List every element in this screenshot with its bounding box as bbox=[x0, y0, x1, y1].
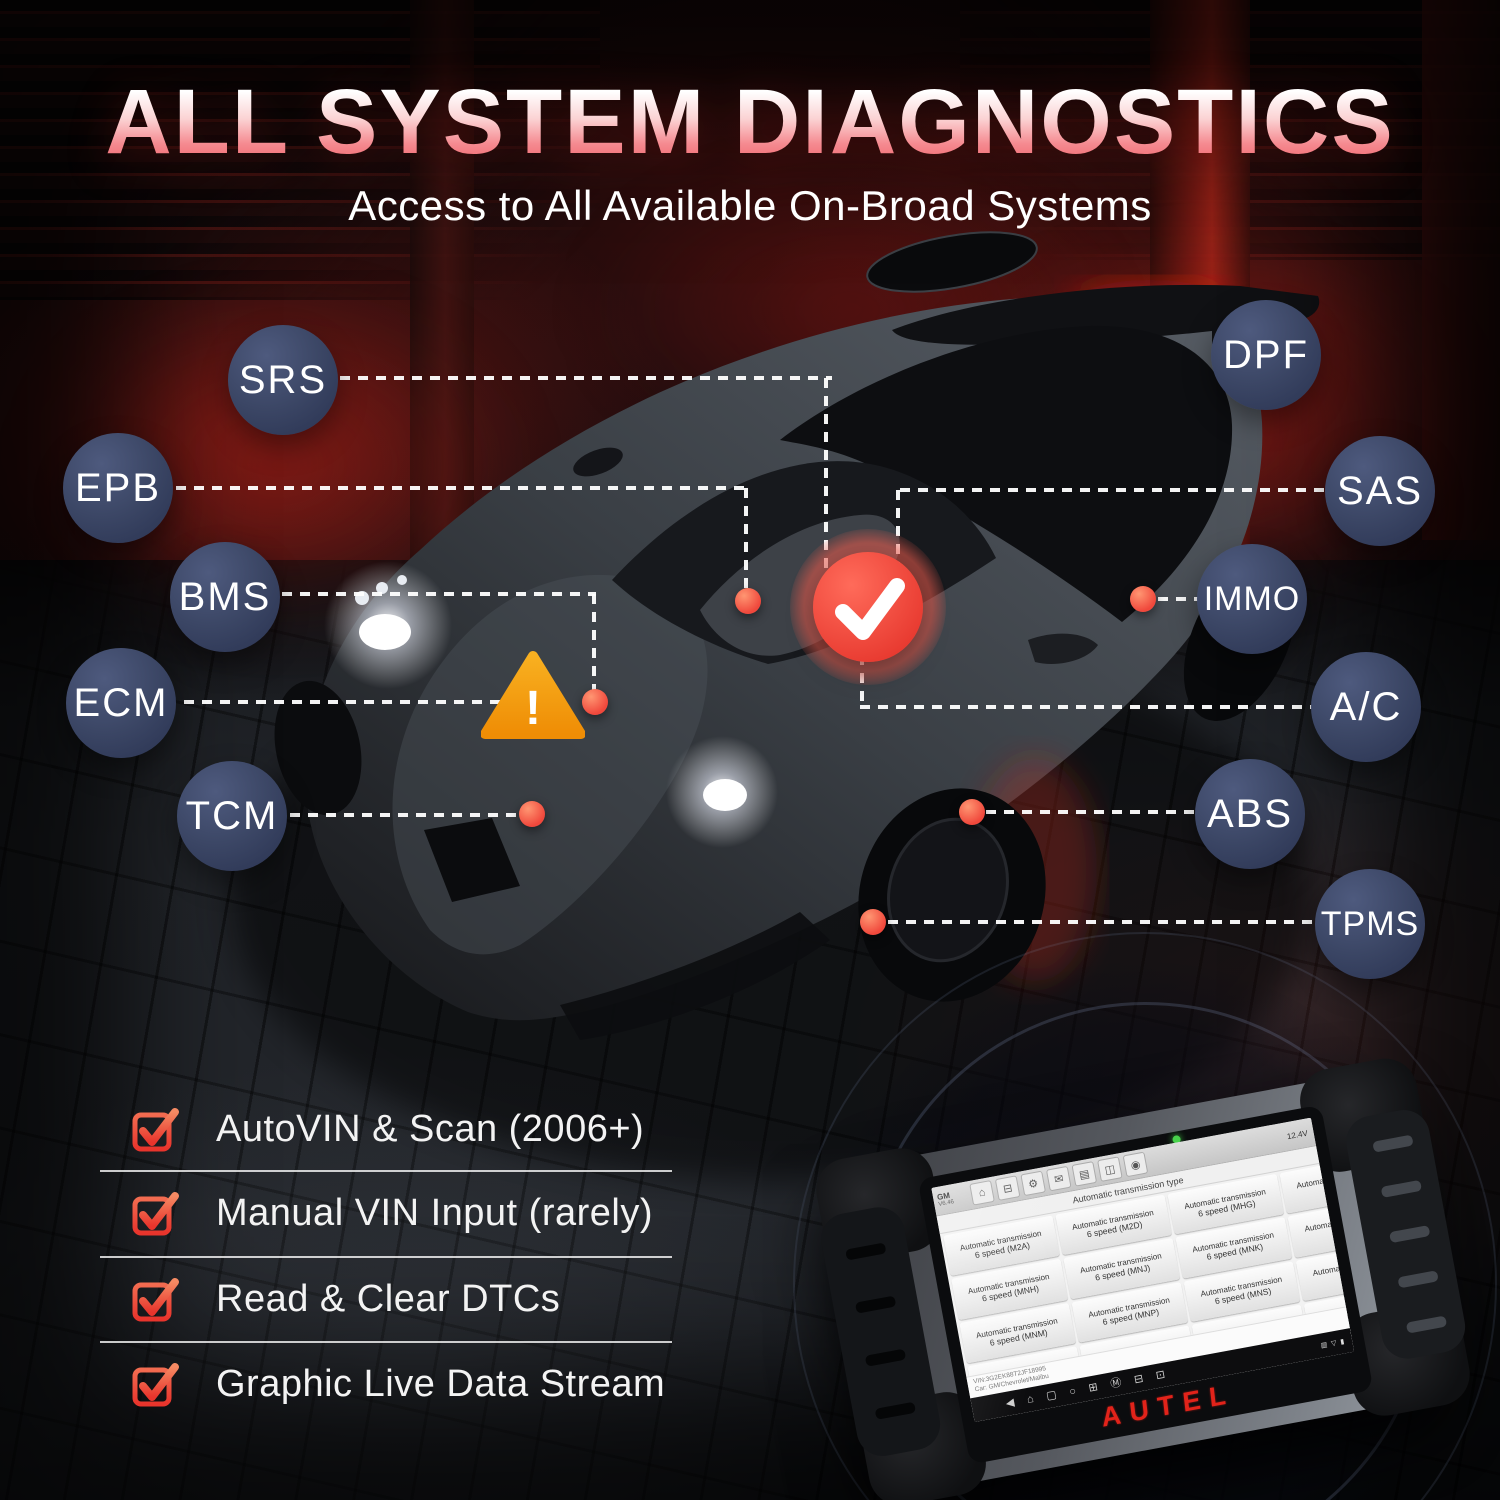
connector-dot-bms bbox=[582, 689, 608, 715]
feature-item: Manual VIN Input (rarely) bbox=[130, 1188, 653, 1238]
connector-bms bbox=[282, 592, 596, 596]
storage-icon: ▥ bbox=[1320, 1341, 1328, 1350]
maxi-apps-icon: Ⓜ bbox=[1109, 1376, 1123, 1391]
system-label: EPB bbox=[74, 465, 162, 510]
back-icon: ◀ bbox=[1004, 1396, 1016, 1410]
feature-label: Manual VIN Input (rarely) bbox=[216, 1191, 653, 1234]
vehicle-badge: GM V6.46 bbox=[936, 1188, 970, 1208]
camera-icon: ◉ bbox=[1122, 1151, 1149, 1178]
connector-tpms bbox=[888, 920, 1316, 924]
connector-epb-vertical bbox=[744, 488, 748, 590]
connector-bms-vertical bbox=[592, 594, 596, 690]
red-checkbox-icon bbox=[132, 1363, 179, 1407]
home-icon: ⌂ bbox=[969, 1180, 995, 1206]
voltage-readout: 12.4V bbox=[1286, 1128, 1309, 1141]
connector-tcm bbox=[290, 813, 522, 817]
system-bubble-ac: A/C bbox=[1311, 652, 1421, 762]
system-bubble-bms: BMS bbox=[170, 542, 280, 652]
system-label: SRS bbox=[238, 357, 328, 402]
system-label: TPMS bbox=[1320, 904, 1420, 943]
data-logging-icon: ✉ bbox=[1045, 1165, 1072, 1192]
feature-divider bbox=[100, 1170, 672, 1172]
system-bubble-ecm: ECM bbox=[66, 648, 176, 758]
circle-icon: ○ bbox=[1068, 1384, 1077, 1398]
red-checkbox-icon bbox=[132, 1108, 179, 1152]
warning-exclamation: ! bbox=[525, 682, 541, 735]
connector-epb bbox=[176, 486, 750, 490]
connector-dot-tpms bbox=[860, 909, 886, 935]
connector-sas bbox=[900, 488, 1328, 492]
feature-label: Read & Clear DTCs bbox=[216, 1277, 561, 1320]
feature-item: Read & Clear DTCs bbox=[130, 1274, 560, 1324]
system-label: ECM bbox=[73, 680, 169, 725]
feature-divider bbox=[100, 1256, 672, 1258]
connector-dot-immo bbox=[1130, 586, 1156, 612]
connector-dot-tcm bbox=[519, 801, 545, 827]
save-icon: ▤ bbox=[1071, 1161, 1098, 1187]
feature-item: AutoVIN & Scan (2006+) bbox=[130, 1104, 644, 1154]
connector-abs bbox=[986, 810, 1196, 814]
system-bubble-immo: IMMO bbox=[1197, 544, 1307, 654]
system-label: ABS bbox=[1206, 791, 1294, 836]
connector-srs bbox=[340, 376, 832, 380]
wifi-icon: ▽ bbox=[1330, 1339, 1338, 1348]
system-label: DPF bbox=[1223, 332, 1309, 377]
warning-triangle-icon: ! bbox=[481, 651, 585, 739]
red-checkbox-icon bbox=[132, 1278, 179, 1322]
recents-icon: ▢ bbox=[1045, 1388, 1058, 1402]
connector-dot-epb bbox=[735, 588, 761, 614]
home-icon: ⌂ bbox=[1025, 1392, 1035, 1406]
connector-srs-vertical bbox=[824, 378, 828, 578]
connector-immo bbox=[1158, 597, 1198, 601]
connector-ecm bbox=[184, 700, 504, 704]
window-blinds-left bbox=[0, 0, 600, 300]
feature-divider bbox=[100, 1341, 672, 1343]
data-shortcut-icon: ⊡ bbox=[1154, 1368, 1167, 1382]
feature-item: Graphic Live Data Stream bbox=[130, 1359, 665, 1409]
system-bubble-tpms: TPMS bbox=[1315, 869, 1425, 979]
system-label: IMMO bbox=[1203, 579, 1301, 618]
battery-icon: ▮ bbox=[1339, 1338, 1345, 1346]
system-label: A/C bbox=[1329, 684, 1403, 729]
settings-icon: ⚙ bbox=[1020, 1170, 1047, 1197]
connector-dot-abs bbox=[959, 799, 985, 825]
vehicle-icon: ⊟ bbox=[994, 1175, 1021, 1201]
feature-label: Graphic Live Data Stream bbox=[216, 1362, 666, 1405]
wall-pillar-right bbox=[1422, 0, 1500, 540]
vehicle-shortcut-icon: ⊟ bbox=[1132, 1372, 1145, 1386]
system-label: BMS bbox=[178, 574, 272, 619]
screenshot-icon: ⊞ bbox=[1087, 1380, 1099, 1395]
system-bubble-abs: ABS bbox=[1195, 759, 1305, 869]
check-circle-icon bbox=[813, 552, 923, 662]
system-bubble-tcm: TCM bbox=[177, 761, 287, 871]
system-label: TCM bbox=[185, 793, 279, 838]
red-checkbox-icon bbox=[132, 1192, 179, 1236]
system-bubble-epb: EPB bbox=[63, 433, 173, 543]
system-label: SAS bbox=[1336, 468, 1424, 513]
system-bubble-sas: SAS bbox=[1325, 436, 1435, 546]
feature-label: AutoVIN & Scan (2006+) bbox=[216, 1107, 645, 1150]
system-bubble-srs: SRS bbox=[228, 325, 338, 435]
status-icons: ▥▽▮ bbox=[1320, 1336, 1353, 1350]
print-icon: ◫ bbox=[1097, 1156, 1123, 1182]
system-bubble-dpf: DPF bbox=[1211, 300, 1321, 410]
page-subtitle: Access to All Available On-Broad Systems bbox=[348, 182, 1152, 229]
connector-ac bbox=[860, 705, 1312, 709]
page-title: ALL SYSTEM DIAGNOSTICS bbox=[0, 74, 1500, 171]
